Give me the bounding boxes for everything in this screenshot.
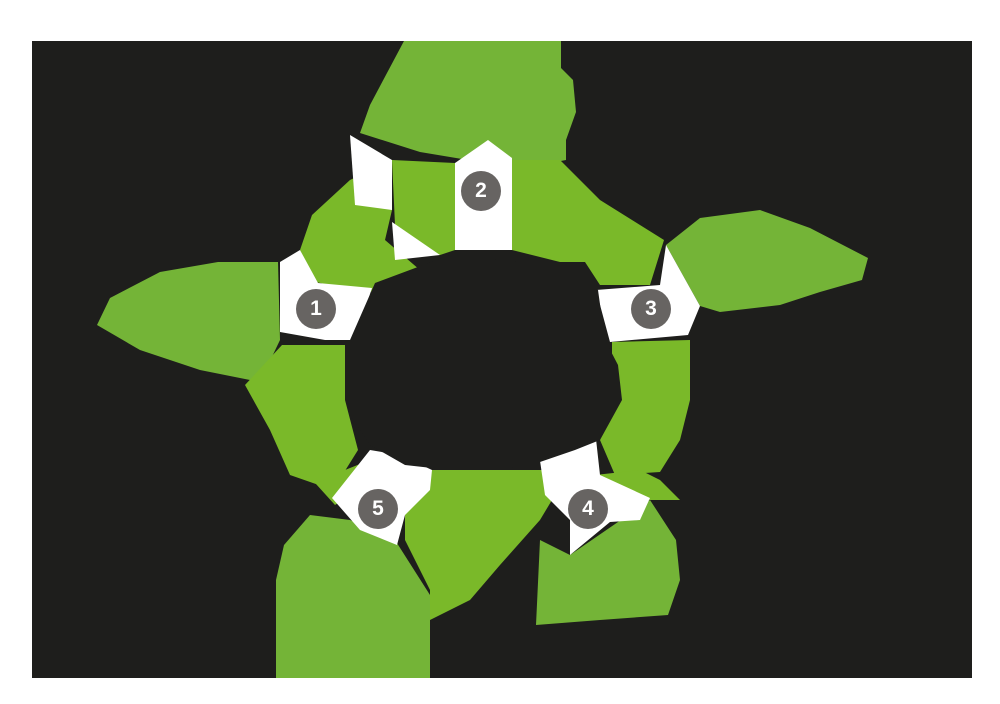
outer-segment-4: [536, 500, 680, 625]
outer-segment-5: [276, 515, 430, 678]
inner-ring-top: [392, 160, 455, 255]
outer-segment-1: [97, 262, 280, 382]
step-badge-5: 5: [358, 489, 398, 529]
inner-ring-right: [600, 340, 690, 475]
step-badge-4: 4: [568, 489, 608, 529]
outer-segment-3: [666, 210, 868, 312]
connector-2c: [392, 222, 440, 260]
inner-ring-bottom: [405, 470, 570, 620]
center-mask: [345, 255, 622, 470]
outer-segment-2: [360, 41, 576, 165]
step-badge-3: 3: [631, 289, 671, 329]
inner-ring-left: [245, 345, 358, 490]
inner-ring-top-right: [512, 160, 664, 285]
step-badge-1: 1: [296, 289, 336, 329]
step-badge-2: 2: [461, 171, 501, 211]
connector-2b: [350, 135, 392, 210]
